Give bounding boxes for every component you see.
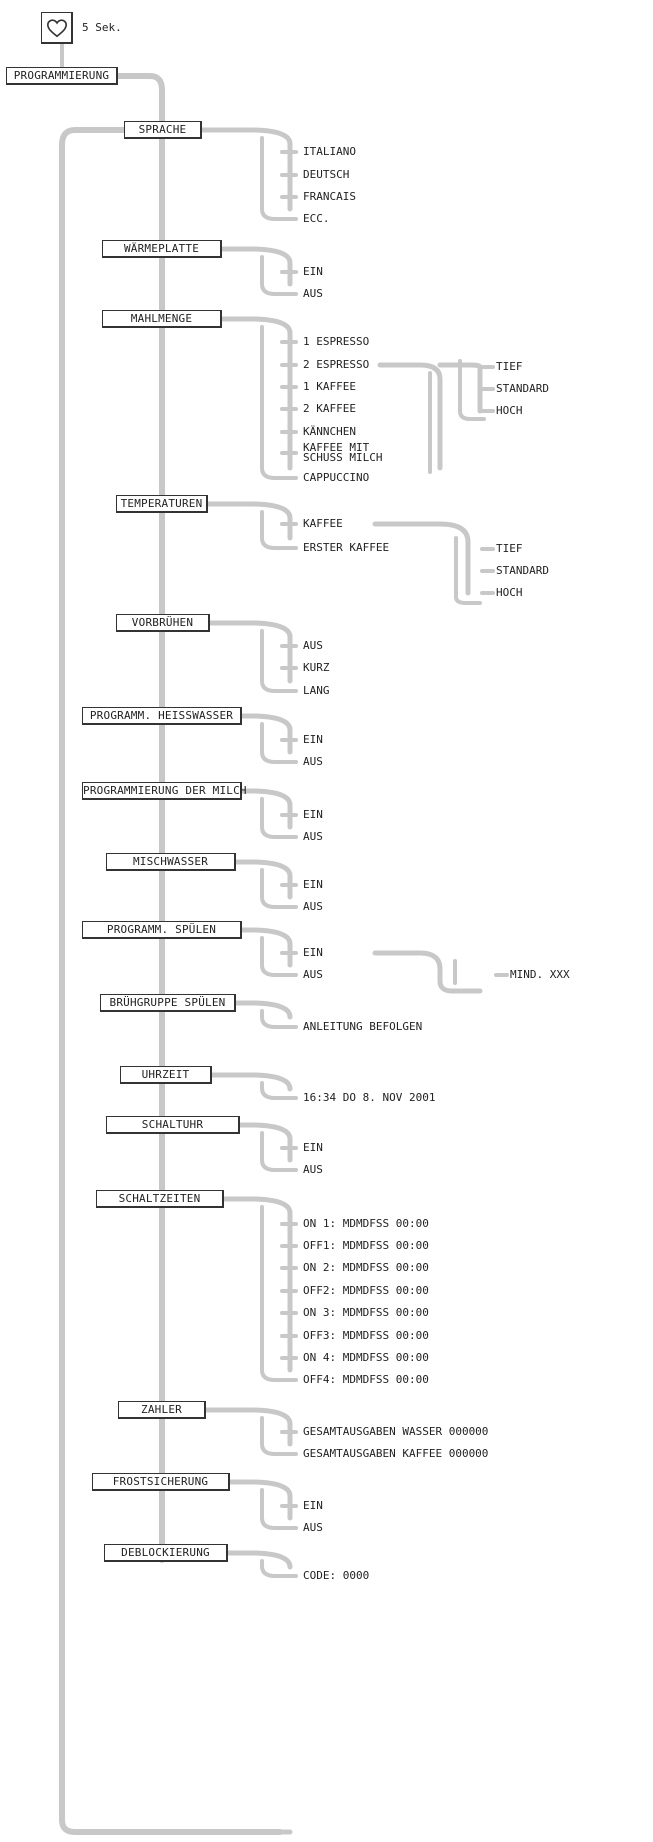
menu-sub-option: HOCH <box>496 586 523 599</box>
menu-option: OFF1: MDMDFSS 00:00 <box>303 1239 429 1252</box>
menu-option: LANG <box>303 684 330 697</box>
menu-option: GESAMTAUSGABEN WASSER 000000 <box>303 1425 489 1438</box>
menu-box-9: PROGRAMM. SPÜLEN <box>82 921 242 939</box>
menu-option: EIN <box>303 878 323 891</box>
menu-option: OFF3: MDMDFSS 00:00 <box>303 1329 429 1342</box>
menu-option: AUS <box>303 639 323 652</box>
menu-box-12: SCHALTUHR <box>106 1116 240 1134</box>
menu-option: AUS <box>303 287 323 300</box>
menu-box-7: PROGRAMMIERUNG DER MILCH <box>82 782 247 800</box>
menu-sub-option: TIEF <box>496 360 523 373</box>
menu-option: EIN <box>303 1141 323 1154</box>
menu-sub-option: HOCH <box>496 404 523 417</box>
menu-option: DEUTSCH <box>303 168 350 181</box>
menu-sub-option: STANDARD <box>496 564 549 577</box>
heart-button[interactable] <box>41 12 73 44</box>
menu-box-6: PROGRAMM. HEISSWASSER <box>82 707 242 725</box>
menu-box-13: SCHALTZEITEN <box>96 1190 224 1208</box>
menu-option: AUS <box>303 1163 323 1176</box>
menu-option: ON 1: MDMDFSS 00:00 <box>303 1217 429 1230</box>
heart-icon <box>47 19 67 38</box>
menu-box-4: TEMPERATUREN <box>116 495 208 513</box>
menu-option: EIN <box>303 1499 323 1512</box>
menu-sub-option: TIEF <box>496 542 523 555</box>
menu-option: 1 KAFFEE <box>303 380 356 393</box>
menu-box-11: UHRZEIT <box>120 1066 212 1084</box>
menu-box-16: DEBLOCKIERUNG <box>104 1544 228 1562</box>
menu-option: ON 2: MDMDFSS 00:00 <box>303 1261 429 1274</box>
menu-option: GESAMTAUSGABEN KAFFEE 000000 <box>303 1447 489 1460</box>
menu-option: AUS <box>303 900 323 913</box>
menu-option: ANLEITUNG BEFOLGEN <box>303 1020 423 1033</box>
menu-option: KAFFEE MIT SCHUSS MILCH <box>303 441 383 464</box>
menu-box-15: FROSTSICHERUNG <box>92 1473 230 1491</box>
menu-box-2: WÄRMEPLATTE <box>102 240 222 258</box>
menu-box-14: ZAHLER <box>118 1401 206 1419</box>
menu-option: EIN <box>303 733 323 746</box>
menu-option: EIN <box>303 808 323 821</box>
menu-option: 2 KAFFEE <box>303 402 356 415</box>
menu-option: CODE: 0000 <box>303 1569 370 1582</box>
root-programming-box: PROGRAMMIERUNG <box>6 67 118 85</box>
menu-box-10: BRÜHGRUPPE SPÜLEN <box>100 994 236 1012</box>
menu-box-5: VORBRÜHEN <box>116 614 210 632</box>
menu-box-3: MAHLMENGE <box>102 310 222 328</box>
menu-option: EIN <box>303 946 323 959</box>
menu-option: FRANCAIS <box>303 190 356 203</box>
menu-option: OFF4: MDMDFSS 00:00 <box>303 1373 429 1386</box>
menu-option: 16:34 DO 8. NOV 2001 <box>303 1091 436 1104</box>
menu-option: ITALIANO <box>303 145 356 158</box>
menu-option: ERSTER KAFFEE <box>303 541 390 554</box>
menu-option: KAFFEE <box>303 517 343 530</box>
menu-option: CAPPUCCINO <box>303 471 370 484</box>
menu-option: AUS <box>303 755 323 768</box>
menu-option: KÄNNCHEN <box>303 425 356 438</box>
menu-option: ON 3: MDMDFSS 00:00 <box>303 1306 429 1319</box>
menu-box-8: MISCHWASSER <box>106 853 236 871</box>
menu-option: EIN <box>303 265 323 278</box>
menu-option: 2 ESPRESSO <box>303 358 370 371</box>
menu-sub-option: STANDARD <box>496 382 549 395</box>
menu-option: AUS <box>303 1521 323 1534</box>
menu-box-1: SPRACHE <box>124 121 202 139</box>
menu-option: KURZ <box>303 661 330 674</box>
hold-duration-label: 5 Sek. <box>82 21 122 34</box>
menu-option: AUS <box>303 968 323 981</box>
menu-option: OFF2: MDMDFSS 00:00 <box>303 1284 429 1297</box>
menu-option: ECC. <box>303 212 330 225</box>
menu-option: ON 4: MDMDFSS 00:00 <box>303 1351 429 1364</box>
menu-sub-option: MIND. XXX <box>510 968 570 981</box>
menu-option: 1 ESPRESSO <box>303 335 370 348</box>
menu-option: AUS <box>303 830 323 843</box>
